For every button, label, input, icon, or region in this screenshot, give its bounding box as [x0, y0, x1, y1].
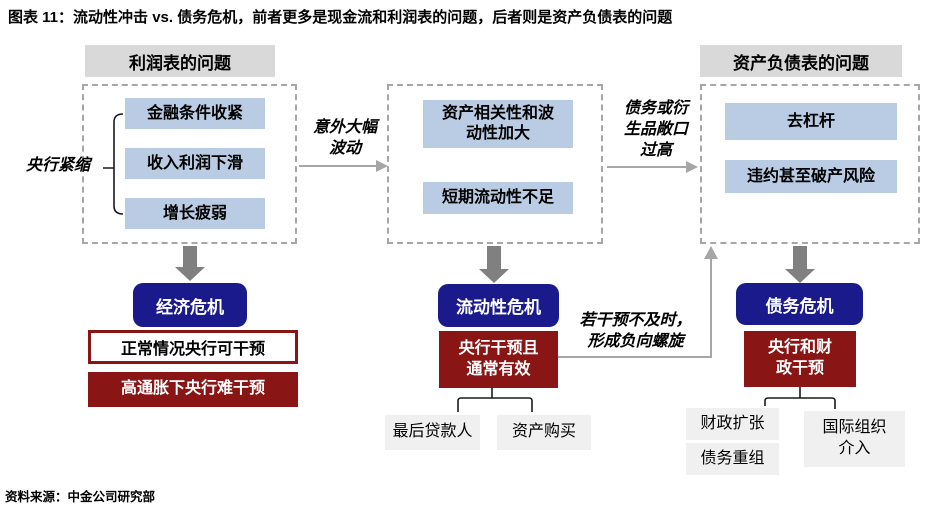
negative-spiral-arrow-head	[704, 246, 718, 259]
tool-asset-purchases: 资产购买	[497, 415, 591, 450]
cause-default-bankruptcy-risk: 违约甚至破产风险	[725, 160, 897, 193]
debt-tools-bracket	[764, 387, 836, 409]
cause-income-profit-decline: 收入利润下滑	[125, 148, 265, 179]
exposure-arrow-label: 债务或衍 生品敞口 过高	[623, 100, 688, 159]
tool-debt-restructuring: 债务重组	[686, 443, 779, 475]
source-note: 资料来源：中金公司研究部	[5, 490, 156, 504]
income-statement-header: 利润表的问题	[85, 45, 275, 77]
figure-title: 图表 11：流动性冲击 vs. 债务危机，前者更多是现金流和利润表的问题，后者则…	[8, 9, 673, 26]
shock-arrow-label: 意外大幅 波动	[312, 119, 377, 157]
cause-short-term-liquidity: 短期流动性不足	[423, 182, 573, 214]
economic-crisis-box: 经济危机	[133, 283, 247, 327]
down-arrow-debt-crisis	[785, 246, 815, 283]
negative-spiral-label: 若干预不及时， 形成负向螺旋	[579, 312, 692, 350]
cause-weak-growth: 增长疲弱	[125, 198, 265, 229]
liquidity-crisis-box: 流动性危机	[438, 284, 559, 327]
tool-international-organizations: 国际组织 介入	[804, 411, 905, 467]
tool-lender-of-last-resort: 最后贷款人	[385, 415, 480, 450]
down-arrow-liquidity-crisis	[479, 246, 509, 283]
note-normal-intervention: 正常情况央行可干预	[88, 330, 298, 364]
balance-sheet-header: 资产负债表的问题	[700, 45, 902, 77]
debt-crisis-box: 债务危机	[736, 283, 863, 325]
central-bank-tightening-label: 央行紧缩	[25, 157, 90, 174]
tool-fiscal-expansion: 财政扩张	[686, 408, 779, 440]
liquidity-intervention-box: 央行干预且 通常有效	[439, 331, 558, 388]
cause-asset-correlation-volatility: 资产相关性和波 动性加大	[423, 100, 573, 148]
cause-deleveraging: 去杠杆	[725, 103, 897, 140]
income-dashed-box	[82, 84, 297, 244]
exposure-arrow-head	[686, 161, 698, 173]
note-high-inflation: 高通胀下央行难干预	[88, 372, 298, 407]
balance-dashed-box	[700, 84, 920, 244]
down-arrow-economic-crisis	[175, 246, 205, 281]
liquidity-tools-bracket	[457, 388, 533, 412]
liquidity-dashed-box	[387, 84, 603, 244]
cause-financial-conditions: 金融条件收紧	[125, 98, 265, 129]
debt-intervention-box: 央行和财 政干预	[744, 331, 856, 387]
